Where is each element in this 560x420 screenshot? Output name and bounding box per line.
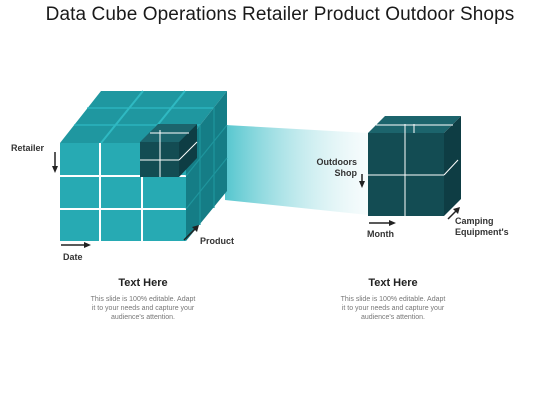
camping-label-line1: Camping xyxy=(455,216,494,226)
left-cube-front-cell xyxy=(101,210,141,241)
left-caption-line: This slide is 100% editable. Adapt xyxy=(90,296,196,303)
product-arrow xyxy=(183,227,197,241)
right-data-cube xyxy=(368,116,461,216)
left-cube-front-cell xyxy=(60,210,99,241)
left-caption-heading: Text Here xyxy=(118,277,168,289)
outdoors-shop-label-line1: Outdoors xyxy=(317,157,358,167)
left-cube-front-cell xyxy=(143,177,186,208)
left-cube-front-cell xyxy=(60,177,99,208)
left-cube-front-cell xyxy=(143,210,186,241)
retailer-label: Retailer xyxy=(11,143,45,153)
outdoors-shop-label-line2: Shop xyxy=(335,168,358,178)
right-caption-body: This slide is 100% editable. Adapt it to… xyxy=(323,295,463,322)
left-caption-body: This slide is 100% editable. Adapt it to… xyxy=(73,295,213,322)
right-caption-line: it to your needs and capture your xyxy=(341,305,445,312)
left-cube-front-cell xyxy=(101,143,141,175)
left-caption-line: it to your needs and capture your xyxy=(91,305,195,312)
left-data-cube xyxy=(60,90,228,241)
left-cube-front-cell xyxy=(101,177,141,208)
right-caption-heading: Text Here xyxy=(368,277,418,289)
left-cube-front-cell xyxy=(60,143,99,175)
month-label: Month xyxy=(367,229,394,239)
right-caption-line: audience's attention. xyxy=(361,314,425,321)
slide-title: Data Cube Operations Retailer Product Ou… xyxy=(45,4,515,25)
product-label: Product xyxy=(200,236,234,246)
left-cube-side xyxy=(186,91,227,241)
projection-beam xyxy=(225,125,368,215)
right-caption-line: This slide is 100% editable. Adapt xyxy=(340,296,446,303)
left-caption-line: audience's attention. xyxy=(111,314,175,321)
date-label: Date xyxy=(63,252,83,262)
camping-label-line2: Equipment's xyxy=(455,227,509,237)
axis-arrows xyxy=(52,152,460,248)
